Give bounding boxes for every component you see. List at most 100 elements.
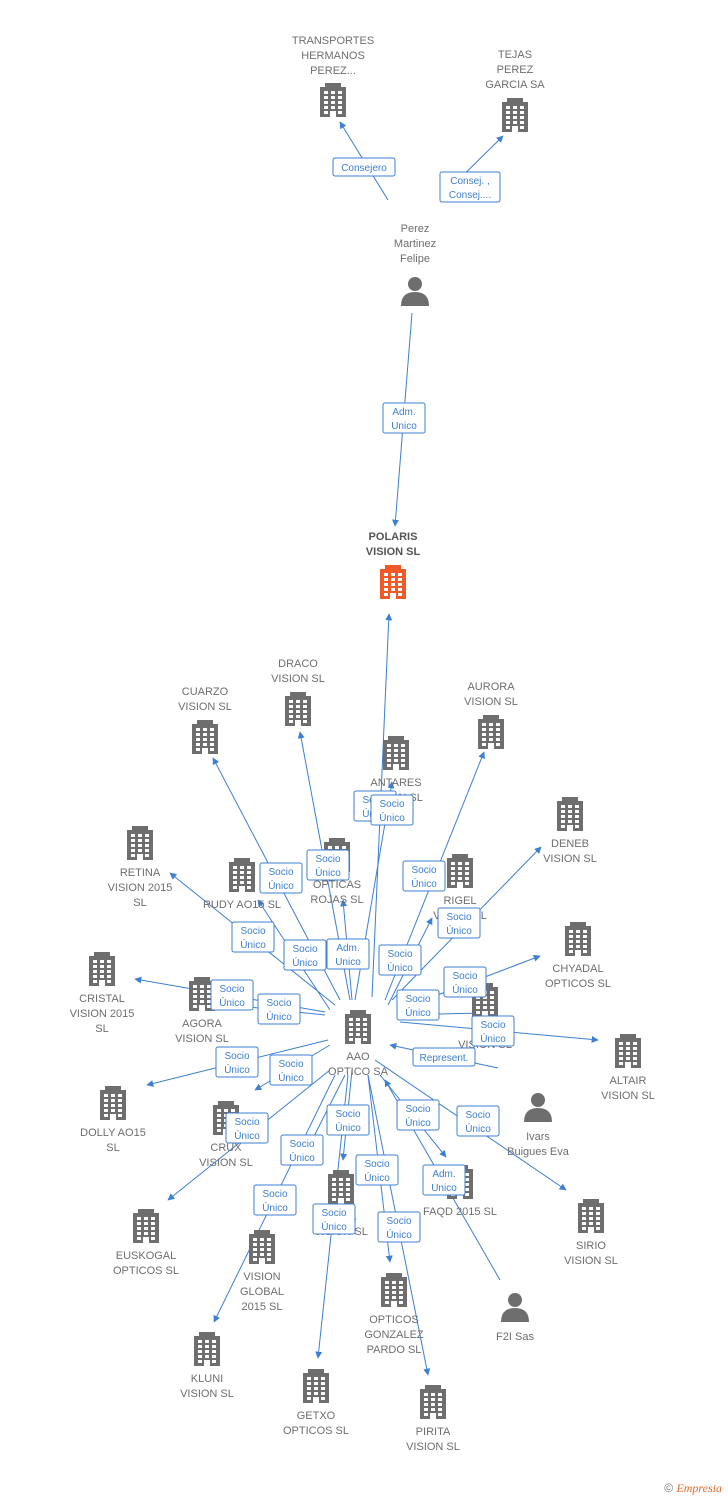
edge-label-f2i-aao[interactable]: Adm.Unico bbox=[422, 1164, 466, 1196]
copyright-symbol: © bbox=[664, 1481, 674, 1495]
node-label: EUSKOGAL bbox=[116, 1250, 177, 1262]
node-label: Martinez bbox=[394, 238, 436, 250]
node-label: VISION SL bbox=[543, 853, 597, 865]
edge-label-text: Único bbox=[452, 983, 478, 996]
building-icon bbox=[345, 1010, 371, 1044]
edge-label-text: Único bbox=[266, 1010, 292, 1023]
node-label: OPTICOS SL bbox=[113, 1265, 179, 1277]
node-rudy[interactable]: RUDY AO15 SL bbox=[203, 858, 281, 911]
edge-label-text: Socio bbox=[405, 994, 430, 1005]
node-label: ROJAS SL bbox=[310, 894, 363, 906]
building-icon bbox=[420, 1385, 446, 1419]
edge-label-text: Socio bbox=[386, 1216, 411, 1227]
node-label: CHYADAL bbox=[552, 963, 603, 975]
edge-label-text: Adm. bbox=[336, 943, 359, 954]
node-label: PIRITA bbox=[416, 1426, 451, 1438]
node-label: 2015 SL bbox=[242, 1301, 283, 1313]
node-pirita[interactable]: PIRITA VISION SL bbox=[406, 1385, 460, 1453]
building-icon bbox=[285, 692, 311, 726]
edge-label-text: Único bbox=[386, 1228, 412, 1241]
building-icon bbox=[249, 1230, 275, 1264]
node-label: GLOBAL bbox=[240, 1286, 284, 1298]
node-label: VISION 2015 bbox=[108, 882, 173, 894]
node-deneb[interactable]: DENEB VISION SL bbox=[543, 797, 597, 865]
node-label: VISION SL bbox=[271, 673, 325, 685]
edge-label-text: Único bbox=[219, 996, 245, 1009]
brand-logo[interactable]: Empresia bbox=[676, 1481, 722, 1495]
node-label: VISION SL bbox=[406, 1441, 460, 1453]
edge-label-text: Único bbox=[446, 924, 472, 937]
node-label: Felipe bbox=[400, 253, 430, 265]
edge-label-text: Único bbox=[289, 1151, 315, 1164]
edge-label-perez-transportes[interactable]: Consejero bbox=[332, 157, 396, 177]
node-label: AGORA bbox=[182, 1018, 222, 1030]
node-label: OPTICOS SL bbox=[283, 1425, 349, 1437]
edge-label-ivars-aao[interactable]: Represent. bbox=[412, 1047, 476, 1067]
node-label: VISION SL bbox=[175, 1033, 229, 1045]
node-label: F2I Sas bbox=[496, 1331, 534, 1343]
edge-label-text: Unico bbox=[391, 421, 417, 432]
node-label: DENEB bbox=[551, 838, 589, 850]
building-icon bbox=[127, 826, 153, 860]
node-label: VISION SL bbox=[366, 546, 421, 558]
node-label: GARCIA SA bbox=[485, 79, 545, 91]
edge-label-text: Único bbox=[240, 938, 266, 951]
building-icon bbox=[192, 720, 218, 754]
node-transportes[interactable]: TRANSPORTESHERMANOSPEREZ... bbox=[292, 35, 374, 117]
node-f2i[interactable]: F2I Sas bbox=[496, 1293, 534, 1343]
edge-label-text: Socio bbox=[465, 1110, 490, 1121]
node-euskogal[interactable]: EUSKOGAL OPTICOS SL bbox=[113, 1209, 179, 1277]
building-icon bbox=[133, 1209, 159, 1243]
node-label: RIGEL bbox=[443, 895, 476, 907]
edge-label-aao-opticas[interactable]: Adm.Unico bbox=[326, 938, 370, 970]
edge-label-perez-polaris[interactable]: Adm.Unico bbox=[382, 402, 426, 434]
edge-label-perez-tejas[interactable]: Consej. ,Consej.... bbox=[439, 171, 501, 203]
edge-label-text: Socio bbox=[405, 1104, 430, 1115]
node-label: TRANSPORTES bbox=[292, 35, 374, 47]
